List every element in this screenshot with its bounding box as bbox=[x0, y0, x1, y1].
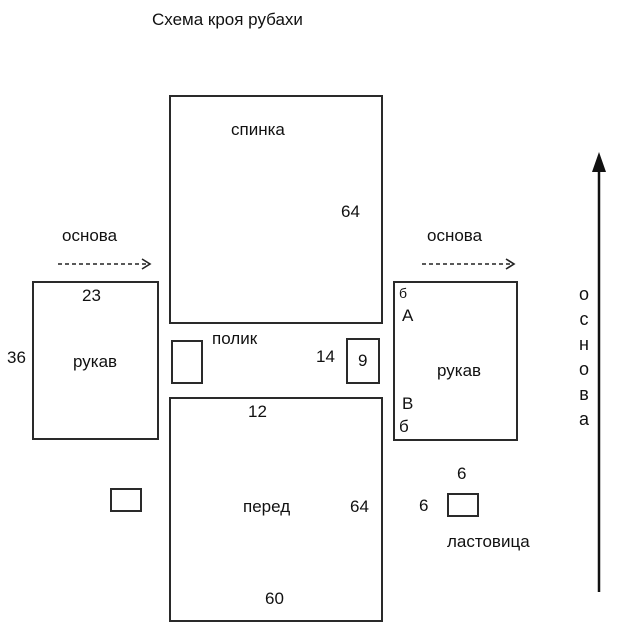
piece-right-sleeve bbox=[393, 281, 518, 441]
front-width: 60 bbox=[265, 589, 284, 608]
piece-back bbox=[169, 95, 383, 324]
grain-letter: а bbox=[578, 409, 589, 429]
piece-front bbox=[169, 397, 383, 622]
polik-length: 14 bbox=[316, 347, 335, 366]
piece-polik-right bbox=[346, 338, 380, 384]
piece-polik-left bbox=[171, 340, 203, 384]
right-sleeve-top-mark: б bbox=[399, 285, 408, 301]
diagram-title: Схема кроя рубахи bbox=[152, 10, 303, 29]
right-sleeve-label: рукав bbox=[437, 361, 482, 380]
back-length: 64 bbox=[341, 202, 360, 221]
back-label: спинка bbox=[231, 120, 285, 139]
grain-label-vertical: о с н о в а bbox=[574, 282, 594, 432]
grain-letter: с bbox=[579, 309, 589, 329]
front-length: 64 bbox=[350, 497, 369, 516]
left-sleeve-length: 36 bbox=[7, 348, 26, 367]
gusset-height: 6 bbox=[419, 496, 429, 515]
grain-letter: в bbox=[579, 384, 589, 404]
front-slit-length: 12 bbox=[248, 402, 267, 421]
grain-letter: н bbox=[579, 334, 589, 354]
left-sleeve-label: рукав bbox=[73, 352, 118, 371]
grain-letter: о bbox=[578, 284, 589, 304]
gusset-width: 6 bbox=[457, 464, 467, 483]
polik-width: 9 bbox=[358, 351, 368, 370]
piece-gusset-right bbox=[447, 493, 479, 517]
front-label: перед bbox=[243, 497, 291, 516]
piece-gusset-left bbox=[110, 488, 142, 512]
piece-left-sleeve bbox=[32, 281, 159, 440]
right-sleeve-point-b: В bbox=[402, 394, 414, 413]
left-sleeve-width: 23 bbox=[82, 286, 101, 305]
grain-arrow-right bbox=[422, 258, 516, 270]
grain-letter: о bbox=[578, 359, 589, 379]
grain-label-right: основа bbox=[427, 226, 483, 245]
right-sleeve-point-a: А bbox=[402, 306, 414, 325]
gusset-label: ластовица bbox=[447, 532, 530, 551]
polik-label: полик bbox=[212, 329, 258, 348]
grain-label-left: основа bbox=[62, 226, 118, 245]
grain-arrow-left bbox=[58, 258, 152, 270]
right-sleeve-bottom-mark: б bbox=[399, 417, 409, 436]
grain-arrow-vertical-head bbox=[592, 152, 606, 172]
